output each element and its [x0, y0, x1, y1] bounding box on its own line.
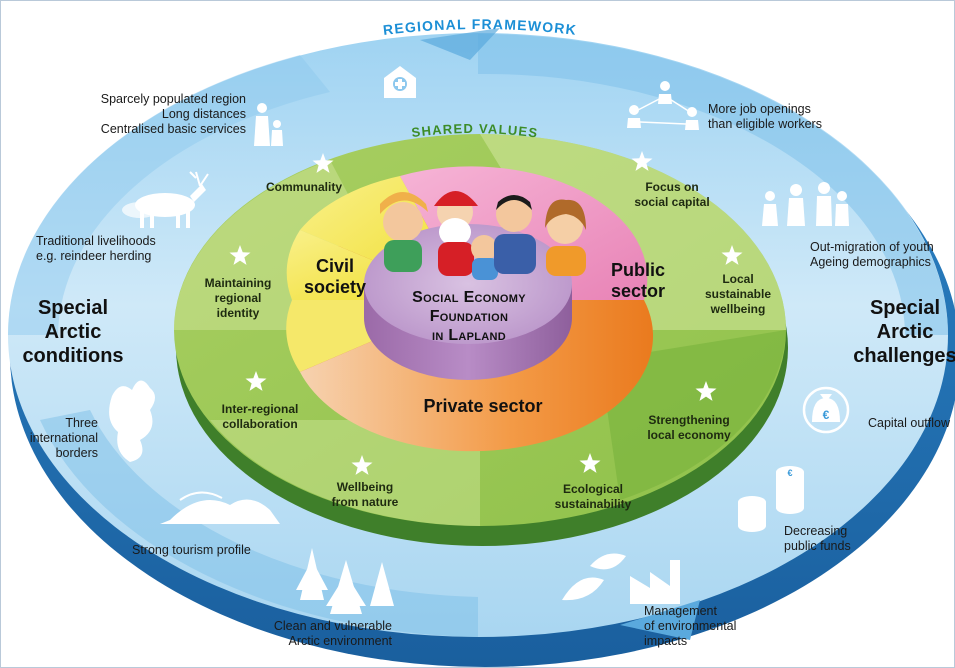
- star-icon: [721, 245, 743, 265]
- condition-environment: Clean and vulnerable Arctic environment: [273, 619, 392, 648]
- euro-moneybag-icon: €: [802, 386, 850, 434]
- star-icon: [579, 453, 601, 473]
- value-local-sustainable: Local sustainable wellbeing: [704, 272, 772, 316]
- star-icon: [695, 381, 717, 401]
- star-icon: [312, 153, 334, 173]
- challenge-environmental-impacts: Management of environmental impacts: [644, 604, 737, 648]
- challenge-migration: Out-migration of youth Ageing demographi…: [810, 240, 934, 269]
- sector-public: Public sector: [610, 260, 666, 301]
- star-icon: [229, 245, 251, 265]
- left-side-title: Special Arctic conditions: [22, 297, 124, 367]
- network-people-icon: [627, 81, 699, 130]
- challenge-capital: Capital outflow: [868, 416, 950, 430]
- coin-stacks-icon: €: [738, 466, 804, 532]
- star-icon: [245, 371, 267, 391]
- challenge-funds: Decreasing public funds: [784, 524, 851, 553]
- sector-civil-society: Civil society: [303, 256, 367, 297]
- family-icon: [254, 103, 283, 146]
- reindeer-icon: [122, 171, 209, 228]
- spruce-trees-icon: [296, 548, 394, 614]
- challenge-jobs: More job openings than eligible workers: [708, 102, 822, 131]
- condition-sparse-population: Sparcely populated region Long distances…: [100, 92, 246, 136]
- center-title: Social Economy Foundation in Lapland: [412, 289, 526, 344]
- svg-text:€: €: [787, 468, 792, 478]
- people-group-illustration: [380, 191, 586, 280]
- right-side-title: Special Arctic challenges: [853, 297, 955, 367]
- lapland-map-icon: [109, 380, 155, 462]
- star-icon: [631, 151, 653, 171]
- condition-traditional-livelihoods: Traditional livelihoods e.g. reindeer he…: [36, 234, 156, 263]
- value-social-capital: Focus on social capital: [634, 180, 710, 209]
- sector-private: Private sector: [423, 396, 543, 416]
- value-strengthening-economy: Strengthening local economy: [647, 413, 731, 442]
- value-maintaining-identity: Maintaining regional identity: [204, 276, 272, 320]
- fells-icon: [160, 491, 280, 524]
- value-communality: Communality: [265, 180, 342, 194]
- condition-tourism: Strong tourism profile: [132, 543, 251, 557]
- migrating-people-icon: [762, 182, 849, 226]
- svg-text:€: €: [823, 408, 830, 422]
- condition-borders: Three international borders: [29, 416, 98, 460]
- factory-leaf-icon: [562, 553, 680, 604]
- health-center-icon: [384, 66, 416, 98]
- value-inter-regional: Inter-regional collaboration: [221, 402, 299, 431]
- shared-values-stars: [229, 151, 743, 475]
- star-icon: [351, 455, 373, 475]
- value-ecological: Ecological sustainability: [554, 482, 632, 511]
- value-wellbeing-nature: Wellbeing from nature: [331, 480, 399, 509]
